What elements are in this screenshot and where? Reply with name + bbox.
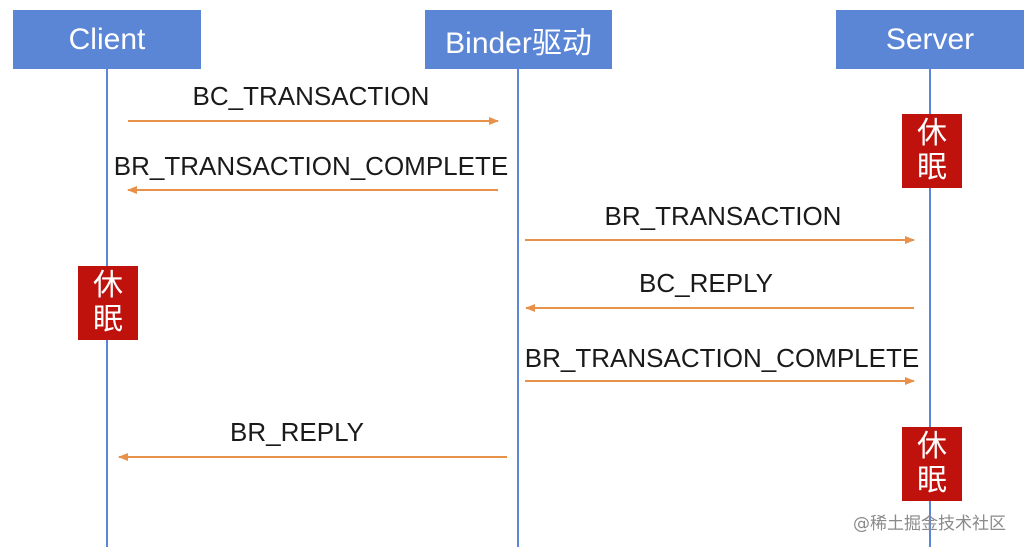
label-bc-reply: BC_REPLY xyxy=(639,268,773,298)
participant-client: Client xyxy=(13,10,201,69)
label-br-transaction-complete-to-client: BR_TRANSACTION_COMPLETE xyxy=(113,151,509,181)
watermark-text: @稀土掘金技术社区 xyxy=(853,514,1006,534)
client-sleep-block: 休 眠 xyxy=(78,266,138,340)
server-sleep-block-1: 休 眠 xyxy=(902,114,962,188)
participant-binder-driver: Binder驱动 xyxy=(425,10,612,69)
label-br-transaction: BR_TRANSACTION xyxy=(604,201,842,231)
binder-lifeline xyxy=(517,69,519,547)
label-br-reply: BR_REPLY xyxy=(230,417,364,447)
label-br-transaction-complete-to-server: BR_TRANSACTION_COMPLETE xyxy=(524,343,920,373)
label-bc-transaction: BC_TRANSACTION xyxy=(192,81,430,111)
server-sleep-block-2: 休 眠 xyxy=(902,427,962,501)
participant-server: Server xyxy=(836,10,1024,69)
server-lifeline xyxy=(929,69,931,547)
